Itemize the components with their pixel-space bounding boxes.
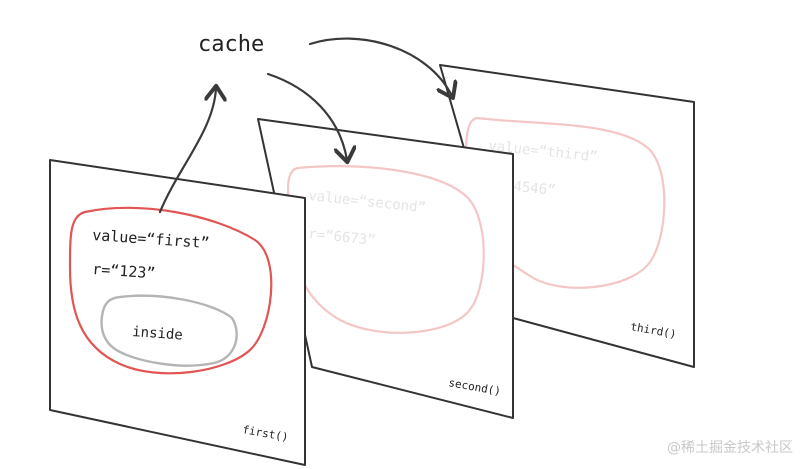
frame-first: value=“first” r=“123” inside first() bbox=[49, 159, 306, 466]
cache-label: cache bbox=[198, 32, 264, 57]
scope-inside bbox=[100, 294, 238, 367]
frame-second: value=“second” r=“6673” second() bbox=[257, 118, 514, 419]
first-r-text: r=“123” bbox=[92, 260, 156, 282]
second-r-text: r=“6673” bbox=[308, 226, 377, 249]
scope-first bbox=[68, 206, 273, 375]
curved-arrow-icon bbox=[158, 88, 216, 214]
frame-first-panel bbox=[49, 159, 306, 466]
watermark: @稀土掘金技术社区 bbox=[667, 440, 793, 456]
inside-label: inside bbox=[132, 324, 184, 343]
curved-arrow-icon bbox=[266, 72, 347, 160]
curved-arrow-icon bbox=[308, 37, 452, 96]
